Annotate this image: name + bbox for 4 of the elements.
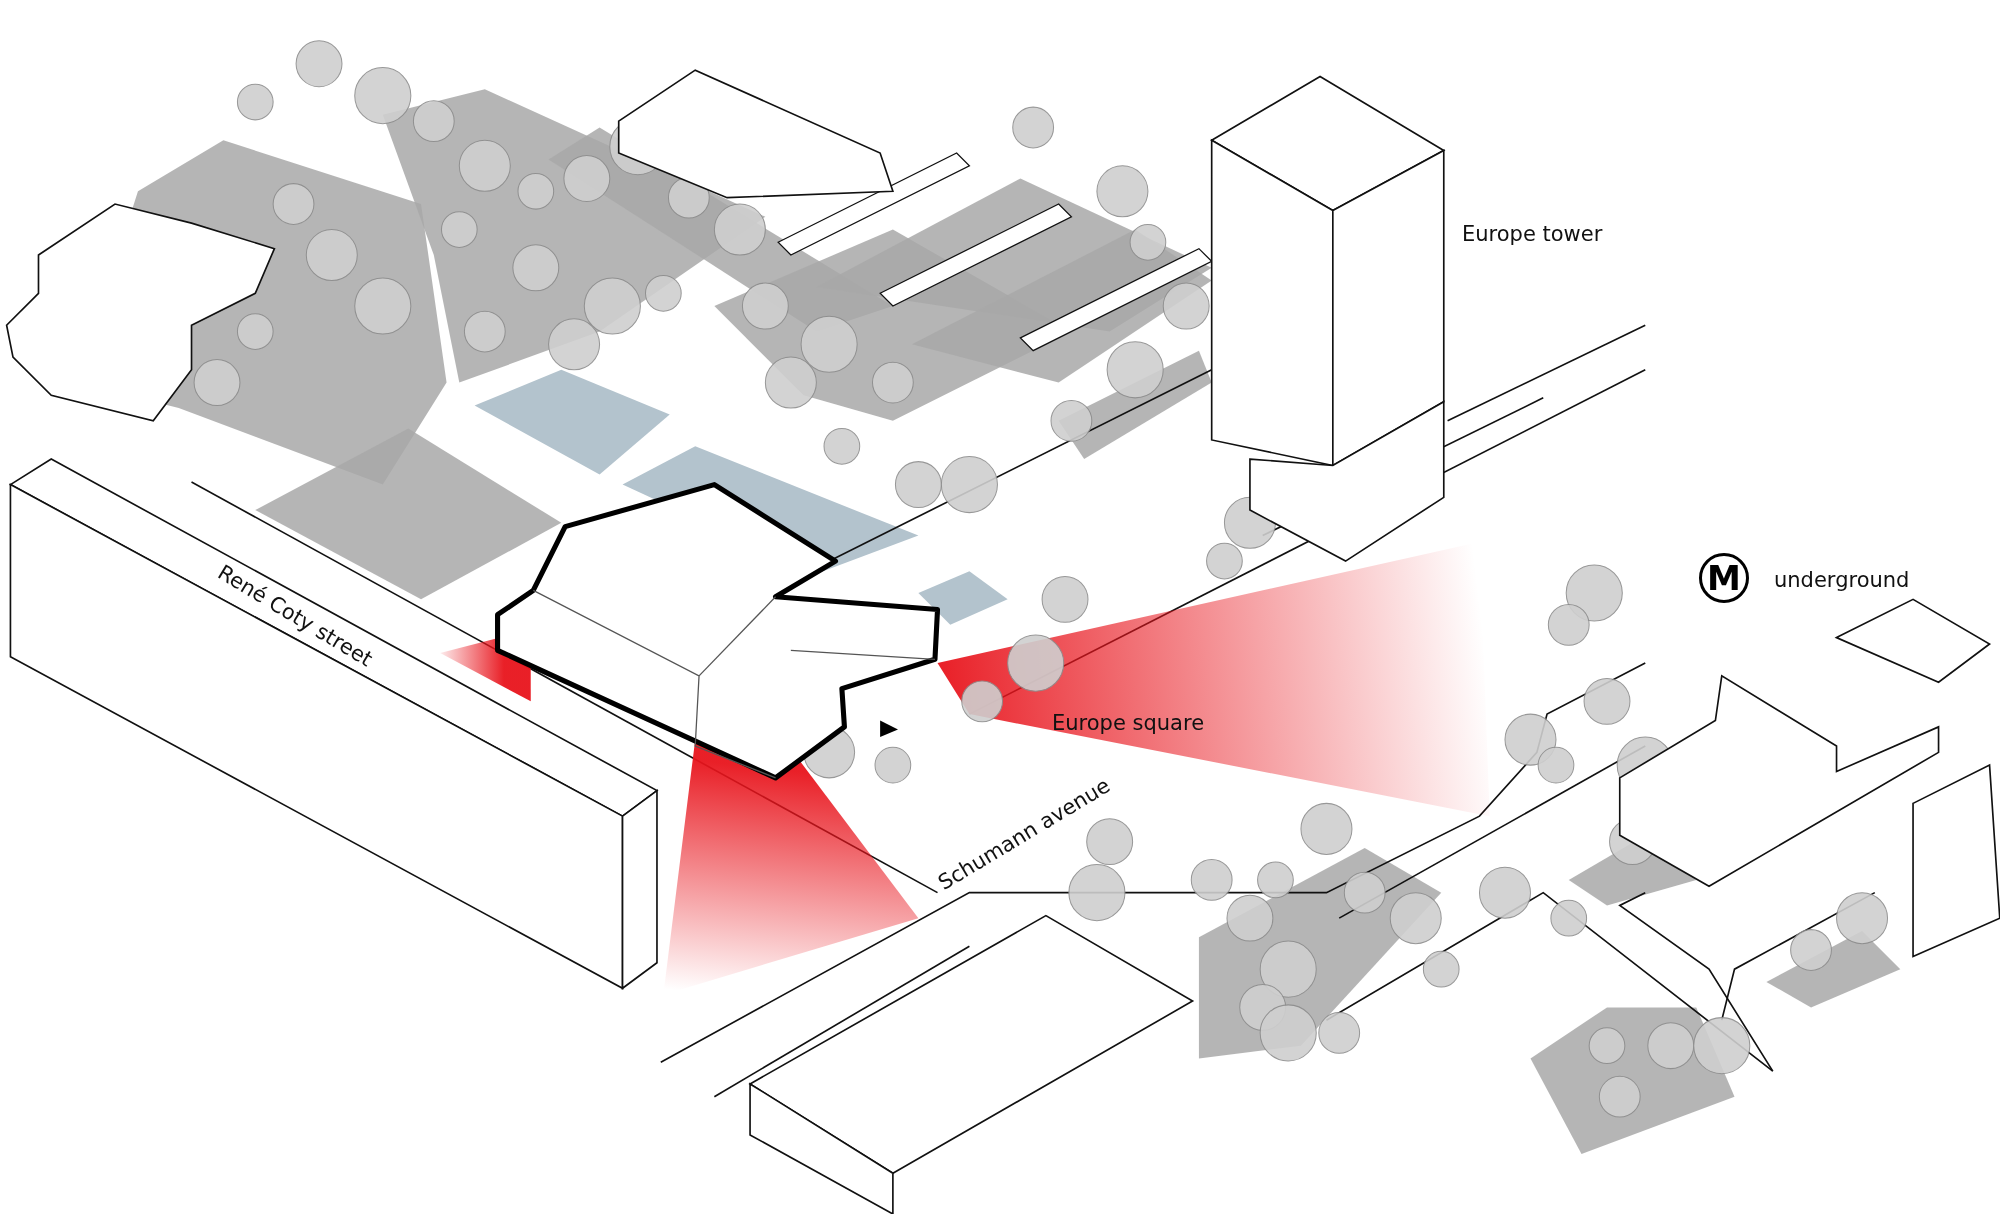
place-label: Europe tower [1462, 224, 1603, 245]
place-label: underground [1774, 570, 1910, 591]
metro-sign: M [1699, 553, 1749, 603]
place-label: Europe square [1052, 713, 1205, 734]
